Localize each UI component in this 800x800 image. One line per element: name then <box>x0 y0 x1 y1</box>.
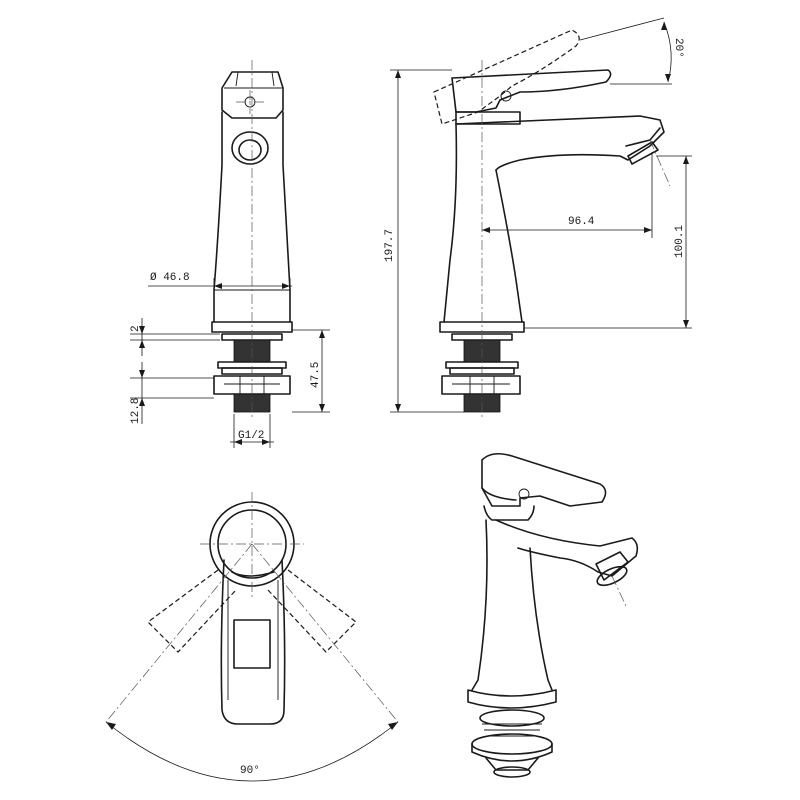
handle-angle-label: 20° <box>672 38 684 58</box>
spout-reach-label: 96.4 <box>568 216 595 228</box>
thread-size-label: G1/2 <box>238 430 264 442</box>
thread-height-label: 47.5 <box>310 362 322 388</box>
isometric-view <box>467 452 639 778</box>
nut-height-label: 12.8 <box>130 398 142 424</box>
side-view <box>433 29 671 420</box>
front-view <box>211 60 293 420</box>
top-view: 90° <box>105 492 399 782</box>
rotation-angle-label: 90° <box>240 765 260 777</box>
body-diameter-label: Ø 46.8 <box>150 272 190 284</box>
spout-height-label: 100.1 <box>674 225 686 258</box>
side-view-dimensions: 197.7 96.4 100.1 20° <box>384 17 692 413</box>
total-height-label: 197.7 <box>384 229 396 262</box>
washer-thickness-label: 2 <box>130 325 142 332</box>
front-view-dimensions: Ø 46.8 2 47.5 12.8 G1/2 <box>130 272 330 448</box>
